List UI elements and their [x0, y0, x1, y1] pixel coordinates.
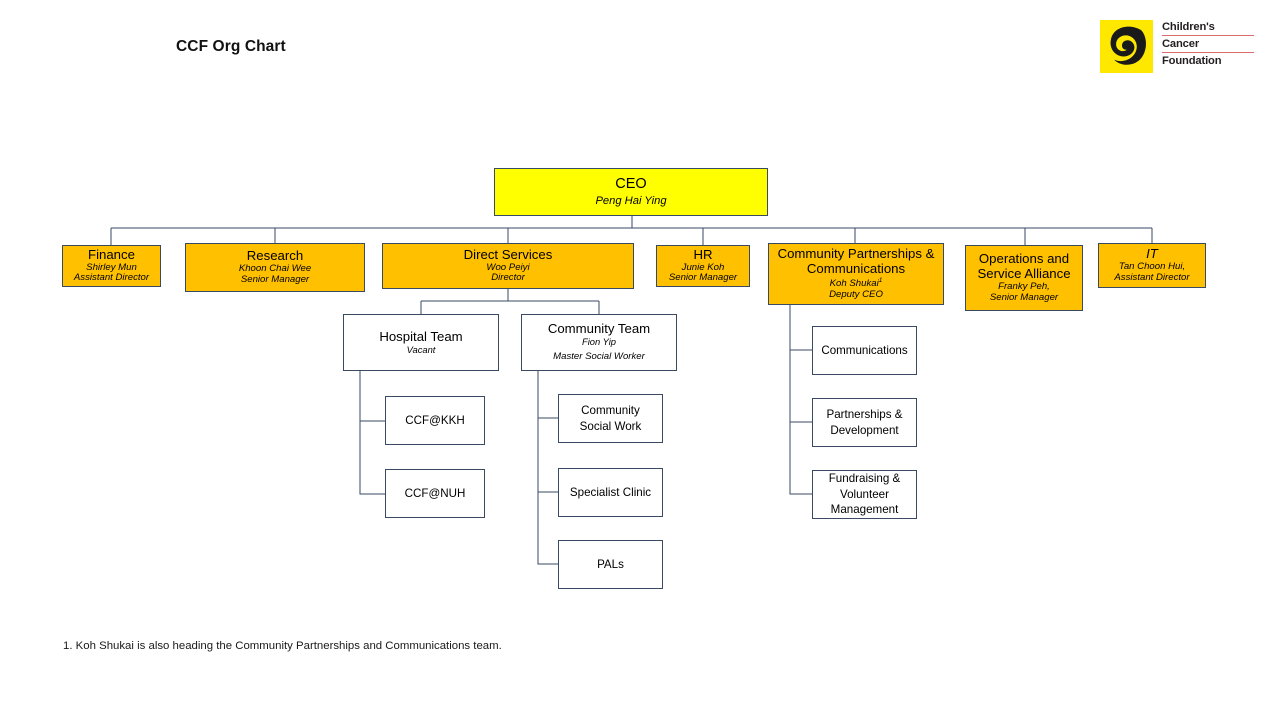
node-research-person: Khoon Chai Wee — [238, 263, 312, 275]
node-hospital-team-person: Vacant — [406, 343, 436, 355]
node-hospital-team-title: Hospital Team — [379, 328, 463, 344]
node-community-partnerships-communications[interactable]: Community Partnerships & Communications … — [768, 243, 944, 305]
brand-logo: Children's Cancer Foundation — [1100, 20, 1254, 73]
page-title: CCF Org Chart — [176, 38, 286, 55]
node-ccf-kkh-title: CCF@KKH — [405, 413, 465, 427]
node-direct-services-person: Woo Peiyi — [486, 261, 530, 273]
node-ccf-nuh[interactable]: CCF@NUH — [385, 469, 485, 518]
spiral-swirl-icon — [1100, 20, 1153, 73]
node-operations-service-alliance[interactable]: Operations and Service Alliance Franky P… — [965, 245, 1083, 311]
node-operations-person: Franky Peh, — [998, 281, 1050, 293]
node-finance[interactable]: Finance Shirley Mun Assistant Director — [62, 245, 161, 287]
node-operations-title: Operations and Service Alliance — [977, 251, 1071, 282]
node-ccf-kkh[interactable]: CCF@KKH — [385, 396, 485, 445]
node-research-title: Research — [246, 248, 304, 264]
node-it[interactable]: IT Tan Choon Hui, Assistant Director — [1098, 243, 1206, 288]
node-operations-role: Senior Manager — [989, 291, 1059, 303]
node-hospital-team[interactable]: Hospital Team Vacant — [343, 314, 499, 371]
node-pals[interactable]: PALs — [558, 540, 663, 589]
node-it-role: Assistant Director — [1114, 271, 1190, 283]
node-hr-person: Junie Koh — [681, 261, 725, 273]
node-community-team[interactable]: Community Team Fion Yip Master Social Wo… — [521, 314, 677, 371]
node-finance-person: Shirley Mun — [86, 261, 137, 273]
node-research[interactable]: Research Khoon Chai Wee Senior Manager — [185, 243, 365, 292]
node-hr-title: HR — [693, 246, 713, 262]
node-partnerships-development-title: Partnerships & Development — [826, 407, 903, 437]
node-community-social-work-title: Community Social Work — [579, 403, 642, 433]
node-hr[interactable]: HR Junie Koh Senior Manager — [656, 245, 750, 287]
node-direct-services-title: Direct Services — [463, 246, 553, 262]
node-cpc-person-name: Koh Shukai — [829, 278, 879, 290]
node-direct-services-role: Director — [491, 272, 525, 284]
node-cpc-title: Community Partnerships & Communications — [777, 246, 935, 277]
brand-line-1: Children's — [1162, 21, 1254, 37]
node-specialist-clinic[interactable]: Specialist Clinic — [558, 468, 663, 517]
node-community-team-role: Master Social Worker — [553, 350, 645, 362]
footnote-text: 1. Koh Shukai is also heading the Commun… — [63, 640, 502, 652]
node-community-team-title: Community Team — [547, 321, 651, 337]
node-partnerships-development[interactable]: Partnerships & Development — [812, 398, 917, 447]
node-pals-title: PALs — [597, 557, 624, 571]
node-cpc-footnote-marker: 1 — [878, 276, 883, 284]
node-it-person: Tan Choon Hui, — [1118, 261, 1186, 273]
brand-wordmark: Children's Cancer Foundation — [1162, 21, 1254, 71]
brand-line-3: Foundation — [1162, 54, 1222, 67]
node-research-role: Senior Manager — [240, 273, 310, 285]
node-community-team-person: Fion Yip — [581, 336, 617, 348]
node-communications-title: Communications — [821, 343, 908, 357]
node-hr-role: Senior Manager — [668, 272, 738, 284]
node-ceo-title: CEO — [615, 176, 647, 193]
node-finance-title: Finance — [88, 246, 135, 262]
node-community-social-work[interactable]: Community Social Work — [558, 394, 663, 443]
node-ccf-nuh-title: CCF@NUH — [404, 486, 466, 500]
node-it-title: IT — [1146, 246, 1158, 262]
node-ceo-person: Peng Hai Ying — [595, 194, 667, 207]
node-ceo[interactable]: CEO Peng Hai Ying — [494, 168, 768, 216]
node-fundraising-volunteer-management[interactable]: Fundraising & Volunteer Management — [812, 470, 917, 519]
node-communications[interactable]: Communications — [812, 326, 917, 375]
node-specialist-clinic-title: Specialist Clinic — [569, 485, 652, 499]
node-finance-role: Assistant Director — [73, 272, 150, 284]
brand-line-2: Cancer — [1162, 38, 1254, 54]
node-fundraising-volunteer-title: Fundraising & Volunteer Management — [828, 472, 901, 517]
node-direct-services[interactable]: Direct Services Woo Peiyi Director — [382, 243, 634, 289]
node-cpc-role: Deputy CEO — [829, 289, 883, 300]
node-cpc-person: Koh Shukai1 — [830, 277, 883, 290]
